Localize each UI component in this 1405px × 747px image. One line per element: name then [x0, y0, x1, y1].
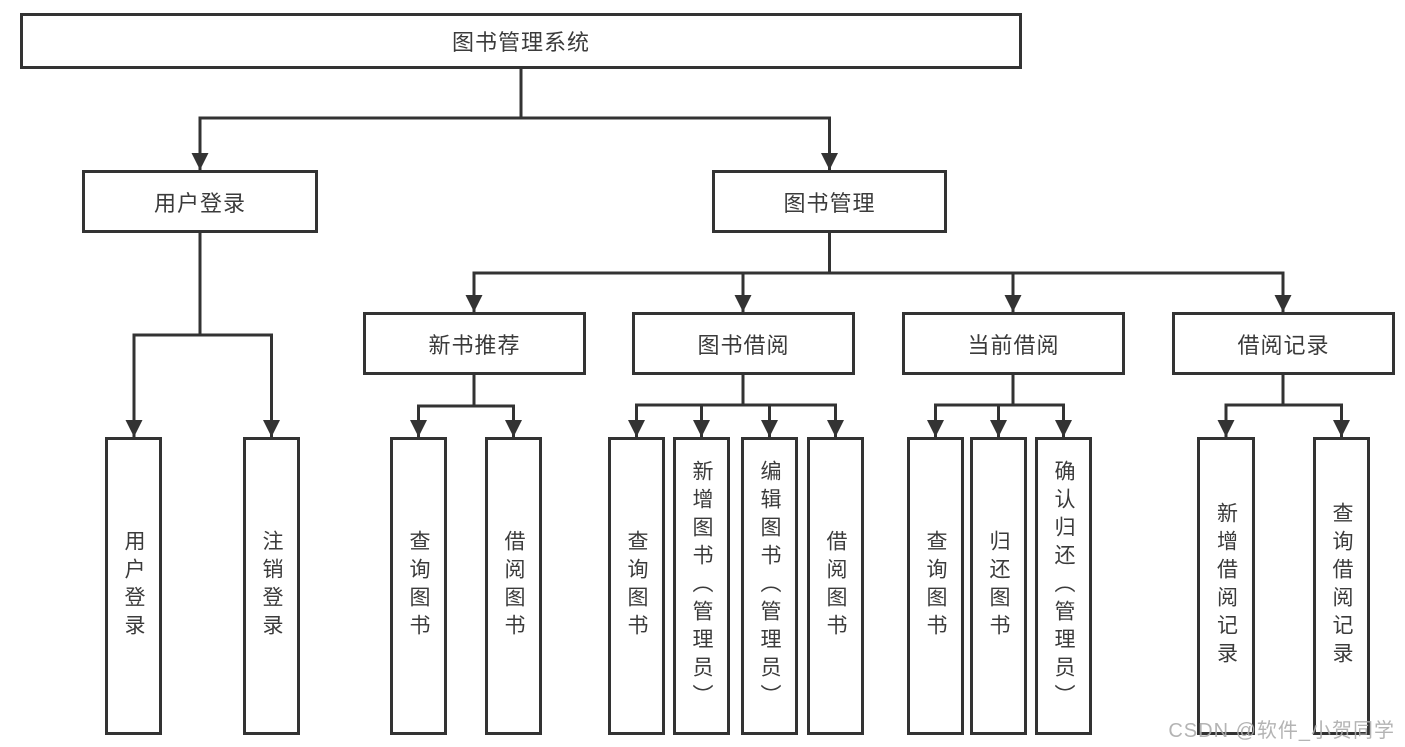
node-borrowing-records: 借阅记录	[1172, 312, 1395, 375]
node-book-borrowing: 图书借阅	[632, 312, 855, 375]
node-new-book-recommend: 新书推荐	[363, 312, 586, 375]
leaf-borrowing-edit-books-admin: 编辑图书（管理员）	[741, 437, 798, 735]
node-book-management: 图书管理	[712, 170, 947, 233]
leaf-current-query-books: 查询图书	[907, 437, 964, 735]
leaf-borrowing-add-books-admin: 新增图书（管理员）	[673, 437, 730, 735]
watermark: CSDN @软件_小贺同学	[1168, 720, 1395, 742]
node-user-login: 用户登录	[82, 170, 318, 233]
node-library-system: 图书管理系统	[20, 13, 1022, 69]
leaf-recommend-borrow-books: 借阅图书	[485, 437, 542, 735]
leaf-records-query-borrow-record: 查询借阅记录	[1313, 437, 1370, 735]
leaf-borrowing-query-books: 查询图书	[608, 437, 665, 735]
leaf-records-add-borrow-record: 新增借阅记录	[1197, 437, 1255, 735]
leaf-current-confirm-return-admin: 确认归还（管理员）	[1035, 437, 1092, 735]
leaf-recommend-query-books: 查询图书	[390, 437, 447, 735]
leaf-current-return-books: 归还图书	[970, 437, 1027, 735]
leaf-logout: 注销登录	[243, 437, 300, 735]
leaf-borrowing-borrow-books: 借阅图书	[807, 437, 864, 735]
leaf-user-login: 用户登录	[105, 437, 162, 735]
node-current-borrowing: 当前借阅	[902, 312, 1125, 375]
